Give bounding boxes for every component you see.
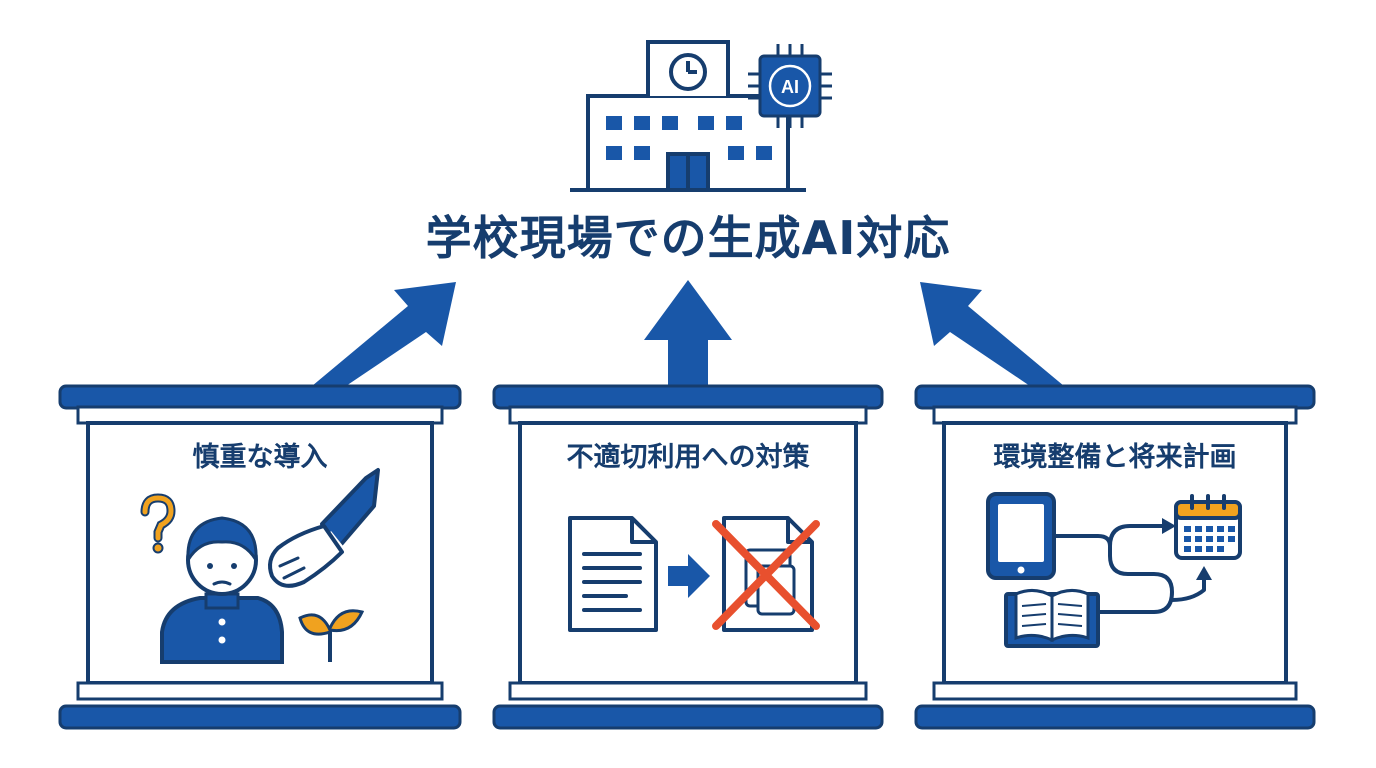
arrow-right-to-title [920,282,1064,386]
document-block-icon [568,516,820,632]
arrow-center-to-title [644,280,732,386]
school-ai-icon [570,40,806,192]
offering-hand-icon [268,468,380,588]
tablet-icon [986,492,1056,580]
arrow-left-to-title [312,282,456,386]
school-windows [606,116,772,160]
panel-title-2: 不適切利用への対策 [566,442,810,473]
ai-chip-label: AI [781,77,799,97]
book-icon [1004,589,1100,648]
document-icon [568,516,658,632]
calendar-icon [1174,494,1242,560]
panel-title-3: 環境整備と将来計画 [993,442,1237,473]
right-arrow-icon [668,554,710,598]
ai-chip-icon: AI [748,44,832,128]
panel-title-1: 慎重な導入 [192,442,328,473]
blocked-document-icon [712,516,820,632]
student-question-icon [140,468,380,664]
flow-path [1054,524,1206,614]
question-mark-icon [140,493,176,554]
cross-icon [712,520,820,630]
sprout-icon [298,609,365,662]
panel-frame-1 [58,384,462,730]
diagram-title: 学校現場での生成AI対応 [425,211,951,265]
tablet-book-calendar-icon [986,492,1242,648]
